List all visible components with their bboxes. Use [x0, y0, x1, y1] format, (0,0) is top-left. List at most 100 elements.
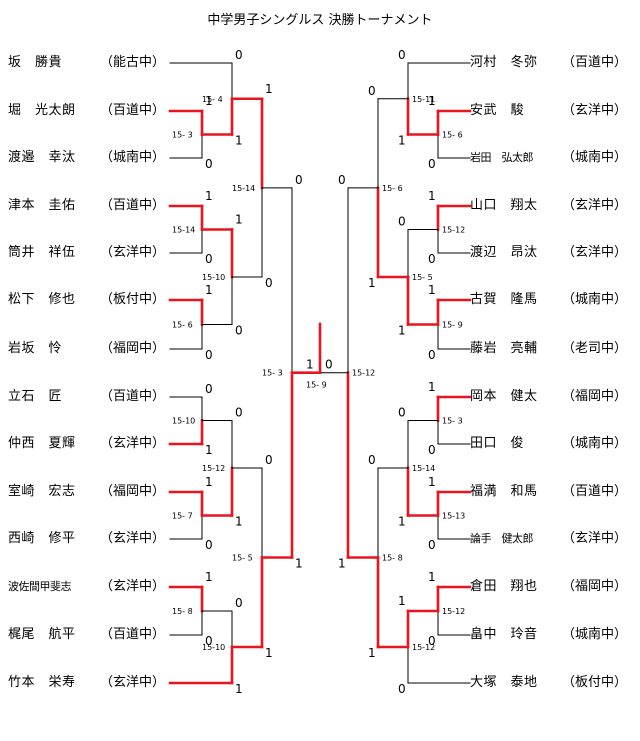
player-name: 筒井 祥伍 [8, 245, 76, 260]
left-player-8: 立石 匠（百道中） [8, 387, 168, 407]
right-player-5: 渡辺 昂汰（玄洋中） [470, 243, 635, 263]
left-r3-match-1-score-top: 1 [265, 82, 273, 96]
left-player-5: 筒井 祥伍 （玄洋中） [8, 243, 168, 263]
left-r1-match-4-score-bottom: 1 [205, 443, 213, 457]
player-name: 河村 冬弥 [470, 55, 538, 70]
player-school: （玄洋中） [562, 531, 628, 546]
player-school: （玄洋中） [100, 245, 166, 260]
left-r2-match-2-match-score: 15-10 [202, 273, 225, 282]
right-player-7: 藤岩 亮輔（老司中） [470, 339, 635, 359]
final-score-left: 1 [306, 358, 314, 372]
right-r1-match-6-score-top: 1 [428, 570, 436, 584]
right-r2-match-1-match-score: 15-11 [412, 95, 435, 104]
player-school: （城南中） [562, 627, 628, 642]
left-player-4: 津本 圭佑 （百道中） [8, 196, 168, 216]
right-r3-match-2-score-top: 0 [368, 453, 376, 467]
player-name: 倉田 翔也 [470, 579, 538, 594]
player-name: 岩田 弘太郎 [470, 151, 534, 164]
left-r4-match-score-bottom: 1 [295, 557, 303, 571]
right-r2-match-1-score-bottom: 1 [398, 134, 406, 148]
left-r1-match-6-score-bottom: 0 [205, 634, 213, 648]
player-school: （百道中） [100, 103, 166, 118]
player-school: （板付中） [100, 292, 166, 307]
player-school: （玄洋中） [562, 198, 628, 213]
left-r2-match-4-match-score: 15-10 [202, 643, 225, 652]
left-player-9: 仲西 夏輝（玄洋中） [8, 434, 168, 454]
right-r1-match-6-score-bottom: 0 [428, 634, 436, 648]
player-school: （玄洋中） [562, 103, 628, 118]
right-player-9: 田口 俊 （城南中） [470, 434, 635, 454]
left-r2-match-2-score-bottom: 0 [235, 324, 243, 338]
player-name: 松下 修也 [8, 292, 76, 307]
player-school: （玄洋中） [100, 436, 166, 451]
player-school: （百道中） [562, 484, 628, 499]
left-r2-match-4-score-bottom: 1 [235, 682, 243, 696]
player-name: 西崎 修平 [8, 531, 76, 546]
player-name: 梶尾 航平 [8, 627, 76, 642]
player-name: 古賀 隆馬 [470, 292, 538, 307]
player-school: （百道中） [100, 627, 166, 642]
player-school: （福岡中） [100, 484, 166, 499]
player-name: 津本 圭佑 [8, 198, 76, 213]
right-player-14: 大塚 泰地（板付中） [470, 673, 635, 693]
left-player-2: 堀 光太朗（百道中） [8, 101, 168, 121]
right-r2-match-1-score-top: 0 [398, 48, 406, 62]
player-name: 田口 俊 [470, 436, 525, 451]
right-r2-match-3-match-score: 15-14 [412, 464, 435, 473]
left-player-10: 室崎 宏志 （福岡中） [8, 482, 168, 502]
left-r1-match-5-score-bottom: 0 [205, 538, 213, 552]
player-school: （玄洋中） [562, 245, 628, 260]
player-name: 岡本 健太 [470, 389, 538, 404]
left-r2-match-1-score-top: 0 [235, 48, 243, 62]
player-school: （城南中） [562, 292, 628, 307]
right-r1-match-3-score-bottom: 0 [428, 348, 436, 362]
right-r4-match-match-score: 15-12 [352, 369, 375, 378]
right-r2-match-4-match-score: 15-12 [412, 643, 435, 652]
player-name: 竹本 栄寿 [8, 675, 76, 690]
player-name: 岩坂 怜 [8, 341, 63, 356]
left-r3-match-2-score-bottom: 1 [265, 646, 273, 660]
right-r2-match-4-score-bottom: 0 [398, 682, 406, 696]
left-player-11: 西崎 修平 （玄洋中） [8, 529, 168, 549]
left-player-3: 渡邉 幸汰（城南中） [8, 148, 168, 168]
player-name: 畠中 玲音 [470, 627, 538, 642]
right-r1-match-2-match-score: 15-12 [442, 226, 465, 235]
right-r2-match-3-score-top: 0 [398, 406, 406, 420]
left-r1-match-3-match-score: 15- 6 [172, 321, 193, 330]
right-r3-match-1-score-bottom: 1 [368, 276, 376, 290]
right-r1-match-4-score-bottom: 0 [428, 443, 436, 457]
right-r3-match-2-match-score: 15- 8 [382, 554, 403, 563]
player-name: 福満 和馬 [470, 484, 538, 499]
right-r4-match-score-bottom: 1 [338, 557, 346, 571]
right-r1-match-3-score-top: 1 [428, 283, 436, 297]
player-name: 坂 勝貴 [8, 55, 63, 70]
left-r1-match-4-score-top: 0 [205, 382, 213, 396]
left-r2-match-3-score-top: 0 [235, 406, 243, 420]
left-r3-match-1-score-bottom: 0 [265, 276, 273, 290]
right-player-4: 山口 翔太（玄洋中） [470, 196, 635, 216]
right-r1-match-5-match-score: 15-13 [442, 512, 465, 521]
left-player-1: 坂 勝貴（能古中） [8, 53, 168, 73]
right-r1-match-5-score-top: 1 [428, 475, 436, 489]
left-player-12: 波佐間甲斐志（玄洋中） [8, 577, 168, 597]
player-name: 藤岩 亮輔 [470, 341, 538, 356]
left-r1-match-2-match-score: 15-14 [172, 226, 195, 235]
left-player-13: 梶尾 航平 （百道中） [8, 625, 168, 645]
left-player-6: 松下 修也 （板付中） [8, 290, 168, 310]
right-r3-match-2-score-bottom: 1 [368, 646, 376, 660]
player-school: （百道中） [100, 198, 166, 213]
player-name: 室崎 宏志 [8, 484, 76, 499]
right-r4-match-score-top: 0 [338, 173, 346, 187]
right-player-13: 畠中 玲音 （城南中） [470, 625, 635, 645]
right-r1-match-2-score-top: 1 [428, 189, 436, 203]
player-school: （城南中） [562, 436, 628, 451]
right-r2-match-3-score-bottom: 1 [398, 515, 406, 529]
player-name: 波佐間甲斐志 [8, 580, 72, 593]
left-r1-match-6-score-top: 1 [205, 570, 213, 584]
left-r3-match-2-match-score: 15- 5 [232, 554, 253, 563]
player-school: （玄洋中） [100, 531, 166, 546]
left-r4-match-score-top: 0 [295, 173, 303, 187]
left-r1-match-2-score-top: 1 [205, 189, 213, 203]
page-title: 中学男子シングルス 決勝トーナメント [207, 13, 433, 28]
